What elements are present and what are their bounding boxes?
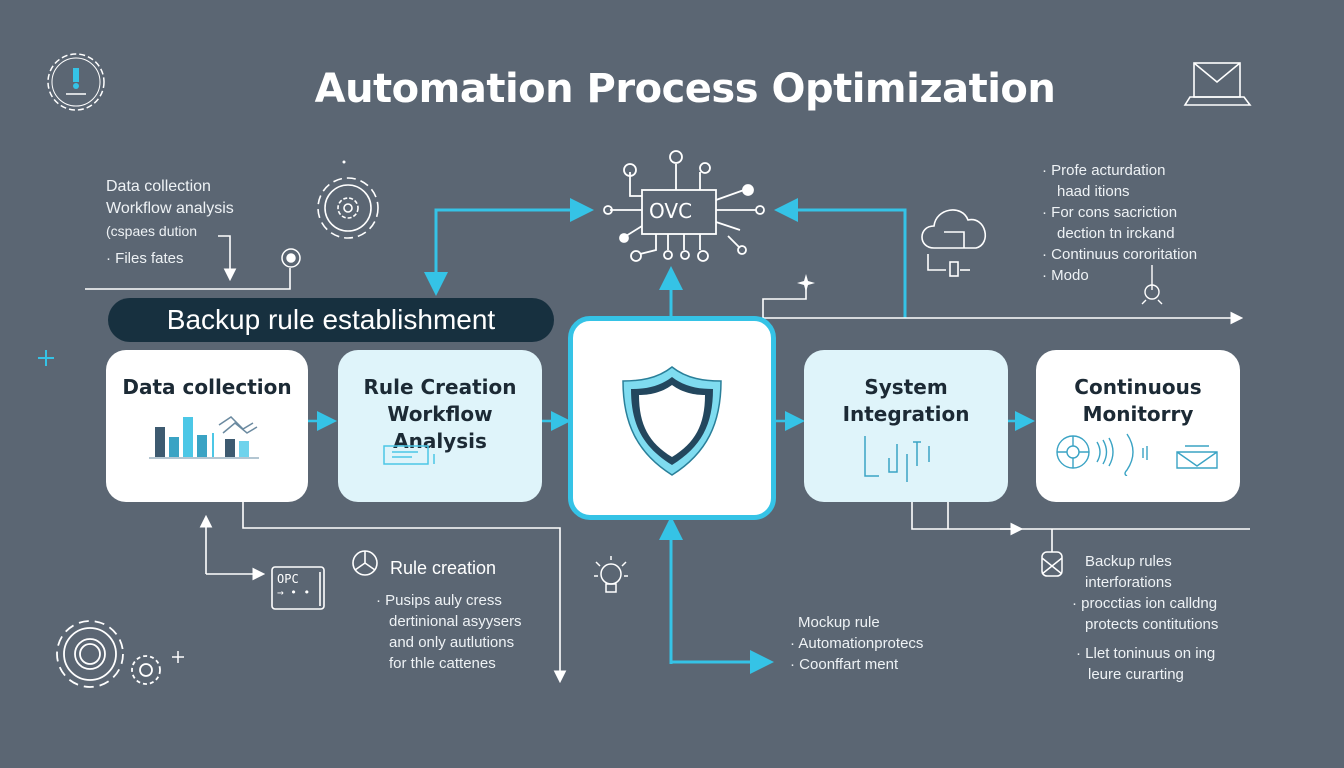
note-cont: haad itions (1057, 183, 1130, 200)
note-cont: for thle cattenes (389, 655, 496, 672)
note-cont: dection tn irckand (1057, 225, 1175, 242)
card-title-line: Analysis (393, 429, 487, 453)
connector-chip-left (434, 198, 594, 292)
plus-icon-small (172, 651, 184, 663)
rule-creation-note: Rule creation (390, 558, 496, 579)
note-bullet-text: Automationprotecs (798, 635, 924, 652)
note-bullet-text: procctias ion calldng (1081, 595, 1218, 612)
card-title-line: Rule Creation (363, 375, 517, 399)
document-icon (383, 445, 435, 465)
note-bullet-text: Modo (1051, 267, 1089, 284)
note-cont: and only autlutions (389, 634, 515, 651)
note-line: Data collection (106, 178, 211, 195)
card-title-line: Workflow (387, 402, 493, 426)
note-bullet: · Files fates (106, 250, 184, 267)
note-bullet-text: For cons sacriction (1051, 204, 1178, 221)
opc-chip-icon (271, 566, 325, 610)
card-rule-creation[interactable]: Rule Creation Workflow Analysis (338, 350, 542, 502)
plus-icon (38, 350, 54, 366)
note-bullet-text: Continuus cororitation (1051, 246, 1198, 263)
note-line: (cspaes dution (106, 223, 198, 239)
note-line: interforations (1085, 574, 1172, 591)
note-bullet: · For cons sacriction (1042, 204, 1178, 221)
card-continuous-monitoring[interactable]: Continuous Monitorry (1036, 350, 1240, 502)
card-title-line: Integration (842, 402, 970, 426)
bar-chart-icon (149, 416, 259, 459)
card-data-collection[interactable]: Data collection (106, 350, 308, 502)
top-right-note: · Profe acturdation haad itions · For co… (1042, 160, 1197, 286)
note-line: Workflow analysis (106, 200, 234, 217)
gear-icon (317, 177, 379, 239)
monitoring-icons (1056, 433, 1218, 477)
page-title: Automation Process Optimization (314, 66, 1056, 112)
connector-top-left (85, 235, 291, 290)
opc-label-text: OPC (277, 572, 299, 586)
note-bullet-text: Coonffart ment (799, 656, 899, 673)
laptop-mail-icon (1183, 62, 1252, 106)
note-bullet-text: Llet toninuus on ing (1085, 645, 1216, 662)
backup-rules-note: Backup rules interforations · procctias … (1072, 551, 1218, 685)
sparkle-dot (342, 160, 346, 164)
note-bullet: · Modo (1042, 267, 1089, 284)
connector-bottom-left (199, 502, 567, 684)
chip-label: OVC (649, 199, 693, 223)
note-cont: leure curarting (1088, 666, 1184, 683)
card-security-shield[interactable] (568, 316, 776, 520)
connector-chip-right (774, 198, 907, 318)
card-title-line: Continuous (1074, 375, 1202, 399)
connector-top-right (762, 282, 1244, 325)
idea-bulb-icon (594, 556, 628, 593)
cloud-icon (921, 209, 987, 277)
gears-icon (56, 620, 161, 688)
signal-bars-icon (864, 436, 930, 482)
note-bullet: · Continuus cororitation (1042, 246, 1198, 263)
lightbulb-icon (281, 248, 301, 268)
opc-arrow-dots: → • • (277, 586, 311, 599)
connector-bottom-right (911, 502, 1250, 552)
note-cont: protects contitutions (1085, 616, 1219, 633)
top-left-note: Data collection Workflow analysis (cspae… (106, 176, 234, 270)
antenna-icon (1141, 265, 1163, 305)
note-bullet: · procctias ion calldng (1072, 595, 1218, 612)
card-system-integration[interactable]: System Integration (804, 350, 1008, 502)
note-bullet: · Automationprotecs (790, 635, 924, 652)
card-title: Rule Creation Workflow Analysis (338, 350, 542, 455)
sparkle-icon (797, 274, 815, 292)
note-heading: Rule creation (390, 558, 497, 578)
card-title-line: Monitorry (1082, 402, 1194, 426)
note-bullet: · Coonffart ment (790, 656, 899, 673)
backup-rule-banner: Backup rule establishment (108, 298, 554, 342)
circuit-chip-icon (603, 150, 765, 262)
rule-creation-icon (352, 550, 378, 576)
mockup-note: Mockup rule · Automationprotecs · Coonff… (790, 612, 923, 675)
note-cont: dertinional asyysers (389, 613, 522, 630)
card-title: Continuous Monitorry (1036, 350, 1240, 428)
alert-gear-icon (47, 53, 105, 111)
rule-creation-list: · Pusips auly cress dertinional asyysers… (376, 590, 522, 674)
shield-icon (622, 366, 722, 476)
note-bullet-text: Profe acturdation (1051, 162, 1166, 179)
note-line: Backup rules (1085, 553, 1172, 570)
note-bullet: · Pusips auly cress (376, 592, 502, 609)
card-title: System Integration (804, 350, 1008, 428)
card-title: Data collection (122, 375, 292, 399)
note-bullet-text: Files fates (115, 250, 184, 267)
opc-chip-label: OPC → • • (277, 572, 310, 600)
note-bullet: · Profe acturdation (1042, 162, 1166, 179)
note-heading: Mockup rule (798, 614, 880, 631)
note-bullet-text: Pusips auly cress (385, 592, 502, 609)
card-title-line: System (864, 375, 948, 399)
envelope-box-icon (1041, 551, 1063, 577)
note-bullet: · Llet toninuus on ing (1076, 645, 1216, 662)
